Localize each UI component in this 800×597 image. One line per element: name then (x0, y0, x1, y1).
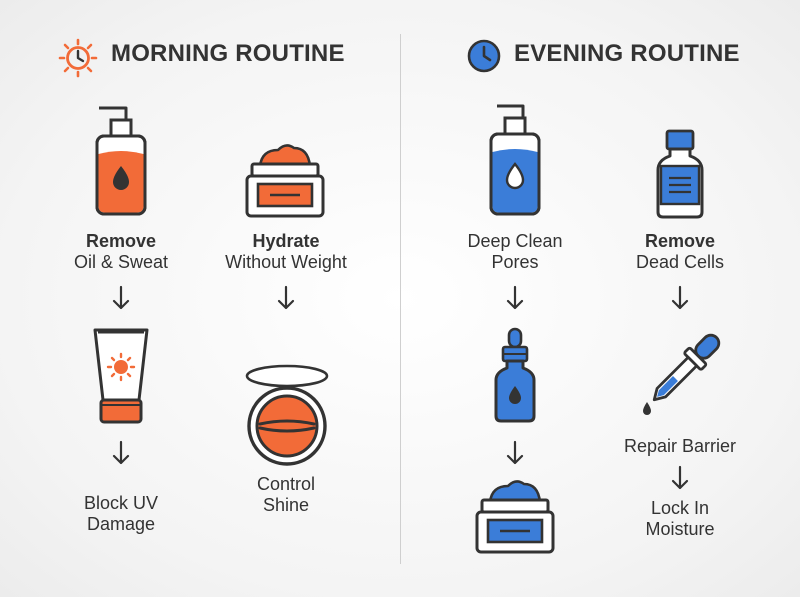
step-repair-barrier: Repair Barrier (590, 436, 770, 457)
pump-bottle-icon (95, 106, 147, 216)
step-line1: Lock In (650, 498, 710, 518)
step-line2: Pores (491, 252, 539, 272)
dropper-icon (643, 333, 721, 415)
step-line1: Control (256, 474, 316, 494)
cream-jar-icon (475, 480, 555, 554)
sun-clock-icon (58, 38, 98, 78)
section-divider (400, 34, 401, 564)
clock-icon (467, 39, 501, 73)
arrow-down-icon (277, 285, 295, 310)
step-line2: Dead Cells (635, 252, 725, 272)
step-line1: Block UV (83, 493, 159, 513)
arrow-down-icon (112, 440, 130, 465)
step-line1: Remove (644, 231, 716, 251)
arrow-down-icon (506, 440, 524, 465)
pump-bottle-icon (489, 104, 541, 216)
step-line2: Shine (262, 495, 310, 515)
arrow-down-icon (112, 285, 130, 310)
step-control-shine: Control Shine (196, 474, 376, 516)
step-line1: Remove (85, 231, 157, 251)
step-line1: Hydrate (252, 231, 320, 251)
evening-title: EVENING ROUTINE (514, 40, 740, 67)
cream-jar-icon (245, 144, 325, 218)
step-line2: Moisture (645, 519, 715, 539)
serum-dropper-bottle-icon (494, 327, 536, 423)
toner-bottle-icon (656, 129, 704, 219)
morning-title: MORNING ROUTINE (111, 40, 345, 67)
step-line2: Damage (86, 514, 156, 534)
sunscreen-tube-icon (93, 328, 149, 424)
step-line2: Oil & Sweat (73, 252, 169, 272)
step-line1: Deep Clean (467, 231, 563, 251)
step-hydrate: Hydrate Without Weight (196, 231, 376, 273)
arrow-down-icon (506, 285, 524, 310)
step-line1: Repair Barrier (623, 436, 737, 456)
step-deep-clean: Deep Clean Pores (425, 231, 605, 273)
arrow-down-icon (671, 285, 689, 310)
powder-compact-icon (245, 364, 329, 466)
step-lock-moisture: Lock In Moisture (590, 498, 770, 540)
step-remove-dead-cells: Remove Dead Cells (590, 231, 770, 273)
step-remove-oil: Remove Oil & Sweat (31, 231, 211, 273)
step-line2: Without Weight (225, 252, 347, 272)
step-block-uv: Block UV Damage (31, 493, 211, 535)
arrow-down-icon (671, 465, 689, 490)
